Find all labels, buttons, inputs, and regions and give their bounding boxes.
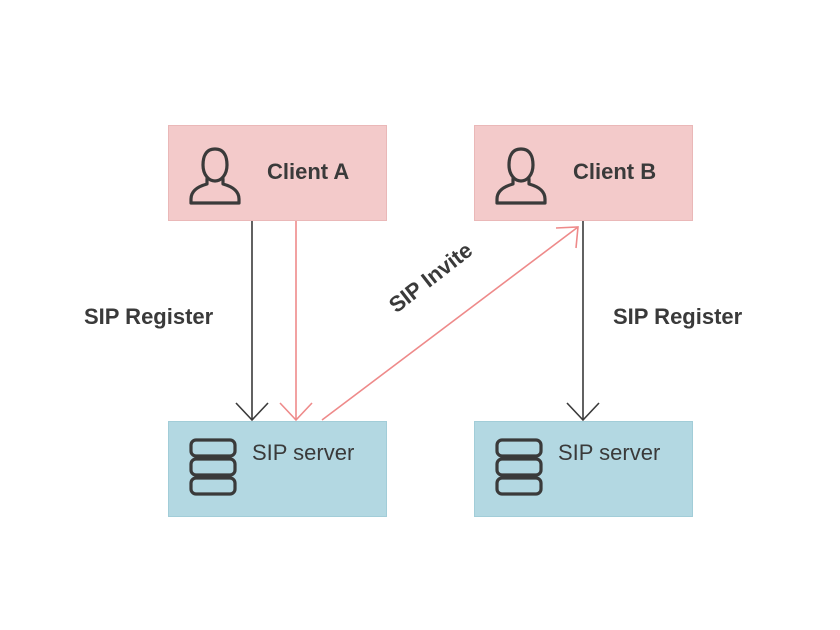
sip-server-b-node: SIP server xyxy=(474,421,693,517)
user-icon xyxy=(189,147,241,205)
client-a-label: Client A xyxy=(267,159,350,184)
sip-register-label-b: SIP Register xyxy=(613,304,743,329)
client-b-label: Client B xyxy=(573,159,657,184)
sip-server-a-label: SIP server xyxy=(252,440,355,465)
user-icon xyxy=(495,147,547,205)
invite-arrow-down xyxy=(279,221,313,422)
invite-arrow-diagonal xyxy=(321,226,579,421)
register-arrow-a xyxy=(235,221,269,422)
register-arrow-b xyxy=(566,221,600,422)
sip-server-a-node: SIP server xyxy=(168,421,387,517)
client-a-node: Client A xyxy=(168,125,387,221)
client-b-node: Client B xyxy=(474,125,693,221)
database-icon xyxy=(495,438,543,496)
sip-server-b-label: SIP server xyxy=(558,440,661,465)
sip-register-label-a: SIP Register xyxy=(84,304,214,329)
database-icon xyxy=(189,438,237,496)
